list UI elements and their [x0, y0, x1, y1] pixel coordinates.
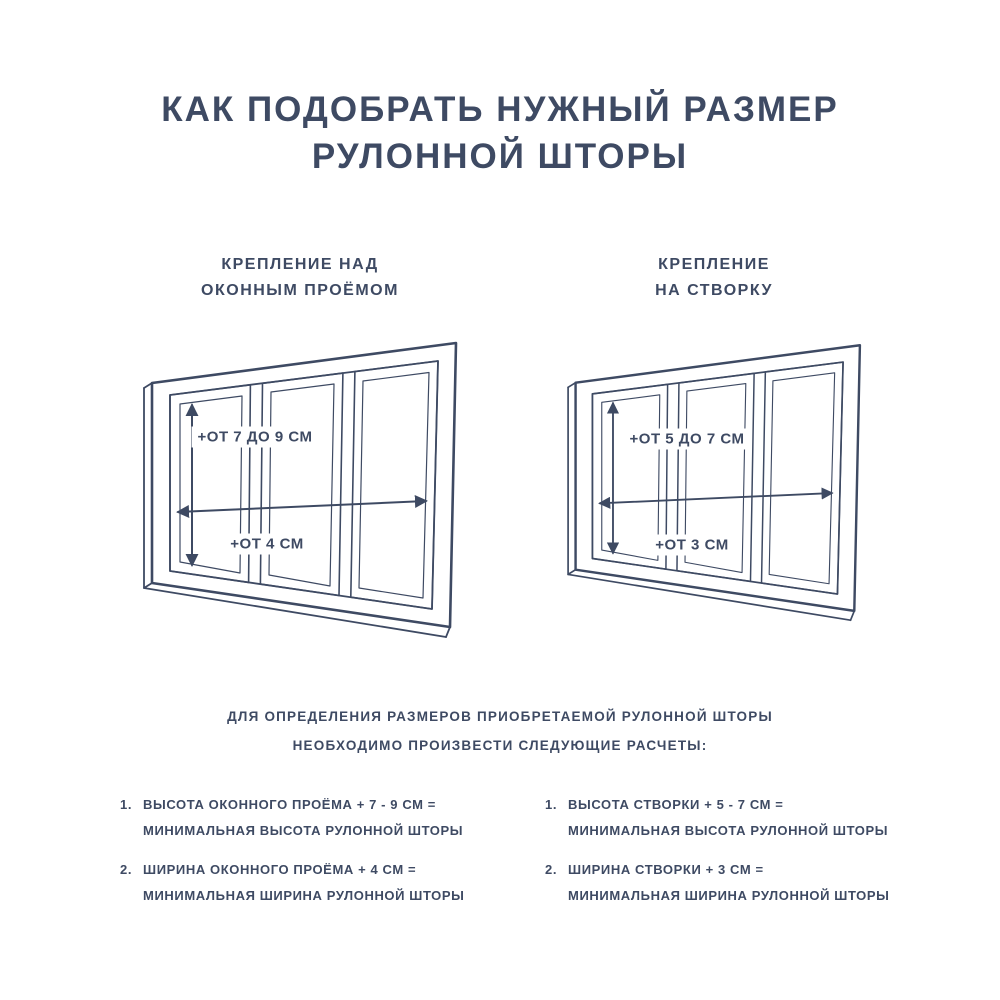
item-result: МИНИМАЛЬНАЯ ШИРИНА РУЛОННОЙ ШТОРЫ: [568, 888, 890, 903]
subtitle-left-line2: ОКОННЫМ ПРОЁМОМ: [201, 282, 399, 300]
item-number: 2.: [120, 862, 133, 877]
calc-list-above-opening: 1. ВЫСОТА ОКОННОГО ПРОЁМА + 7 - 9 СМ = М…: [120, 792, 480, 922]
item-number: 1.: [120, 797, 133, 812]
dimension-label-height-right: +ОТ 5 ДО 7 СМ: [623, 428, 751, 450]
subtitle-mount-on-sash: КРЕПЛЕНИЕ НА СТВОРКУ: [555, 252, 873, 305]
item-text: ШИРИНА СТВОРКИ + 3 СМ = МИНИМАЛЬНАЯ ШИРИ…: [568, 857, 889, 909]
subtitle-right-line1: КРЕПЛЕНИЕ: [658, 256, 770, 273]
window-illustration-above-opening: +ОТ 7 ДО 9 СМ +ОТ 4 СМ: [130, 330, 470, 642]
item-text: ВЫСОТА ОКОННОГО ПРОЁМА + 7 - 9 СМ = МИНИ…: [143, 792, 463, 844]
window-drawing-icon: [130, 330, 470, 642]
item-result: МИНИМАЛЬНАЯ ВЫСОТА РУЛОННОЙ ШТОРЫ: [143, 823, 464, 838]
item-formula: ШИРИНА ОКОННОГО ПРОЁМА + 4 СМ =: [143, 862, 417, 877]
page-title-line1: КАК ПОДОБРАТЬ НУЖНЫЙ РАЗМЕР: [161, 90, 839, 129]
item-result: МИНИМАЛЬНАЯ ВЫСОТА РУЛОННОЙ ШТОРЫ: [568, 823, 889, 838]
item-text: ВЫСОТА СТВОРКИ + 5 - 7 СМ = МИНИМАЛЬНАЯ …: [568, 792, 888, 844]
window-illustration-on-sash: +ОТ 5 ДО 7 СМ +ОТ 3 СМ: [555, 333, 873, 625]
list-item: 2. ШИРИНА ОКОННОГО ПРОЁМА + 4 СМ = МИНИМ…: [120, 857, 480, 909]
subtitle-mount-above-opening: КРЕПЛЕНИЕ НАД ОКОННЫМ ПРОЁМОМ: [130, 252, 470, 305]
item-formula: ВЫСОТА СТВОРКИ + 5 - 7 СМ =: [568, 797, 784, 812]
calc-list-on-sash: 1. ВЫСОТА СТВОРКИ + 5 - 7 СМ = МИНИМАЛЬН…: [545, 792, 905, 922]
dimension-label-width-right: +ОТ 3 СМ: [649, 534, 735, 556]
item-number: 2.: [545, 862, 558, 877]
item-formula: ВЫСОТА ОКОННОГО ПРОЁМА + 7 - 9 СМ =: [143, 797, 436, 812]
dimension-label-width-left: +ОТ 4 СМ: [224, 533, 310, 555]
calculation-note-line1: ДЛЯ ОПРЕДЕЛЕНИЯ РАЗМЕРОВ ПРИОБРЕТАЕМОЙ Р…: [227, 709, 773, 724]
subtitle-right-line2: НА СТВОРКУ: [655, 282, 773, 300]
list-item: 1. ВЫСОТА СТВОРКИ + 5 - 7 СМ = МИНИМАЛЬН…: [545, 792, 905, 844]
dimension-label-height-left: +ОТ 7 ДО 9 СМ: [191, 426, 319, 448]
item-number: 1.: [545, 797, 558, 812]
page-title: КАК ПОДОБРАТЬ НУЖНЫЙ РАЗМЕР РУЛОННОЙ ШТО…: [0, 86, 1000, 181]
item-result: МИНИМАЛЬНАЯ ШИРИНА РУЛОННОЙ ШТОРЫ: [143, 888, 465, 903]
item-text: ШИРИНА ОКОННОГО ПРОЁМА + 4 СМ = МИНИМАЛЬ…: [143, 857, 464, 909]
window-drawing-icon: [555, 333, 873, 625]
page-title-line2: РУЛОННОЙ ШТОРЫ: [311, 137, 689, 177]
list-item: 1. ВЫСОТА ОКОННОГО ПРОЁМА + 7 - 9 СМ = М…: [120, 792, 480, 844]
list-item: 2. ШИРИНА СТВОРКИ + 3 СМ = МИНИМАЛЬНАЯ Ш…: [545, 857, 905, 909]
item-formula: ШИРИНА СТВОРКИ + 3 СМ =: [568, 862, 764, 877]
calculation-note-line2: НЕОБХОДИМО ПРОИЗВЕСТИ СЛЕДУЮЩИЕ РАСЧЕТЫ:: [292, 738, 708, 754]
calculation-note: ДЛЯ ОПРЕДЕЛЕНИЯ РАЗМЕРОВ ПРИОБРЕТАЕМОЙ Р…: [0, 702, 1000, 760]
subtitle-left-line1: КРЕПЛЕНИЕ НАД: [221, 256, 379, 273]
